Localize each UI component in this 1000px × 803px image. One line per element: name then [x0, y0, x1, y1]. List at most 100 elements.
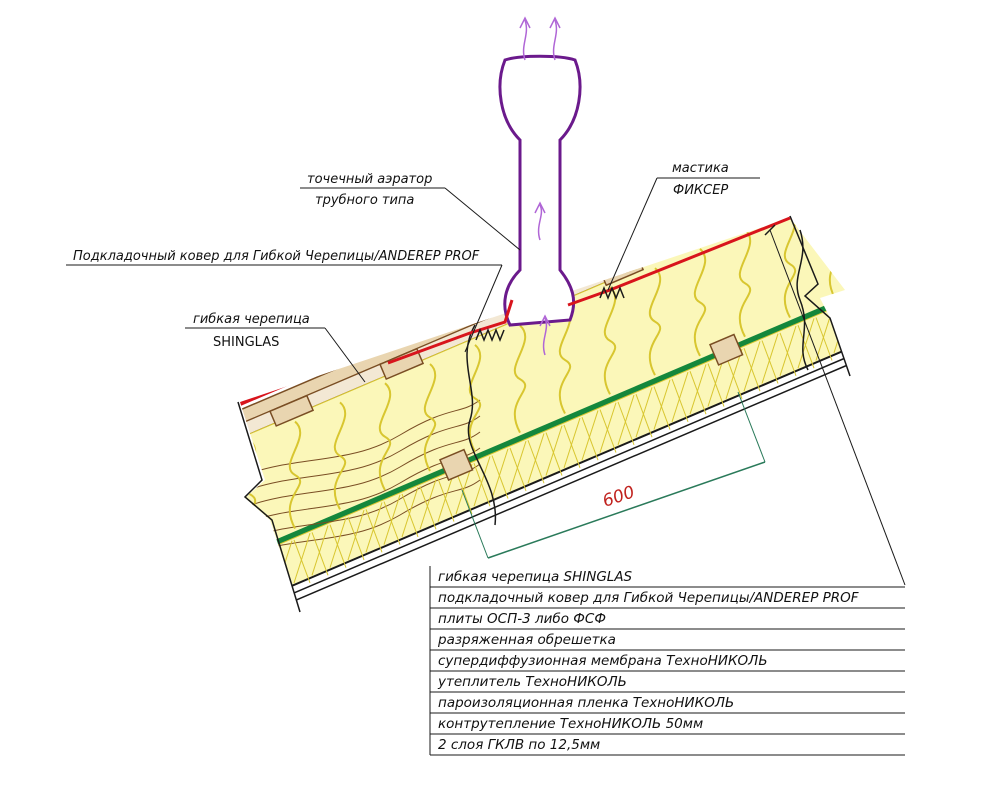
airflow-arrowhead-2 — [549, 16, 561, 29]
legend-row: гибкая черепица SHINGLAS — [438, 569, 633, 585]
insulation-wave — [648, 267, 662, 376]
hatch-line — [257, 548, 275, 599]
callout-mastic-line1: мастика — [672, 161, 729, 176]
vapour-line — [240, 347, 850, 609]
callout-aerator-line2: трубного типа — [315, 193, 414, 208]
dim-ext-right — [737, 391, 766, 463]
hatch-line — [599, 402, 617, 453]
hatch-line — [293, 539, 311, 584]
insulation-wave — [693, 248, 707, 357]
batten — [379, 347, 425, 381]
callout-shingle-line2: SHINGLAS — [213, 335, 279, 350]
legend-row: пароизоляционная пленка ТехноНИКОЛЬ — [438, 695, 734, 711]
hatch-line — [671, 371, 689, 423]
dim-ext-left — [461, 489, 489, 559]
insulation-wave — [603, 286, 617, 395]
airflow-arrow-1 — [522, 19, 528, 61]
hatch-line — [581, 410, 599, 461]
hatch-line — [563, 424, 581, 469]
hatch-line — [725, 355, 743, 400]
insulation-wave — [333, 401, 347, 510]
counter-insulation-hatch — [240, 302, 850, 607]
callout-underlay: Подкладочный ковер для Гибкой Черепицы/A… — [66, 249, 503, 353]
hatch-line — [779, 325, 797, 376]
hatch-line — [743, 348, 761, 392]
hatch-line — [240, 562, 257, 607]
legend-leader — [769, 229, 906, 586]
airflow-arrowhead-1 — [519, 16, 531, 29]
hatch-line — [365, 509, 383, 553]
airflow-arrow-2 — [552, 19, 558, 61]
callout-mastic-leader — [607, 177, 658, 291]
hatch-line — [311, 525, 329, 576]
wood-grain-line — [244, 415, 481, 492]
hatch-line — [545, 425, 563, 476]
aerator-flange-right — [567, 216, 791, 307]
hatch-line — [617, 394, 635, 446]
hatch-line — [797, 324, 815, 369]
hatch-line — [311, 532, 329, 576]
hatch-line — [563, 417, 581, 469]
hatch-line — [347, 509, 365, 561]
hatch-line — [293, 533, 311, 584]
hatch-line — [653, 379, 671, 430]
hatch-line — [815, 310, 833, 361]
hatch-line — [437, 478, 455, 522]
callout-aerator: точечный аэратор трубного типа — [300, 172, 521, 251]
hatch-line — [419, 479, 437, 530]
hatch-line — [401, 486, 419, 538]
legend-row: плиты ОСП-3 либо ФСФ — [438, 611, 606, 627]
insulation-wave — [513, 324, 527, 434]
insulation-wave — [468, 344, 482, 453]
hatch-line — [509, 440, 527, 492]
legend-row: разряженная обрешетка — [437, 632, 616, 648]
hatch-line — [833, 302, 850, 353]
insulation-wave — [378, 382, 392, 491]
point-aerator — [387, 16, 791, 365]
mastic-left — [475, 327, 505, 343]
callout-underlay-leader — [464, 264, 503, 353]
aerator-skirt — [387, 299, 514, 365]
hatch-line — [581, 417, 599, 461]
legend-row: супердиффузионная мембрана ТехноНИКОЛЬ — [438, 653, 768, 669]
legend-leader-tick — [764, 224, 776, 236]
hatch-line — [329, 517, 347, 568]
mastic-right — [599, 285, 625, 301]
hatch-line — [797, 318, 815, 369]
callout-aerator-line1: точечный аэратор — [307, 172, 432, 187]
callout-shingle-leader — [324, 327, 366, 383]
callout-mastic-line2: ФИКСЕР — [673, 183, 728, 198]
counter-batten — [439, 448, 474, 481]
airflow-arrow-3 — [537, 204, 543, 241]
batten — [269, 394, 315, 427]
hatch-line — [473, 463, 491, 507]
hatch-line — [653, 386, 671, 430]
wood-grain-line — [244, 399, 481, 476]
hatch-line — [599, 409, 617, 453]
hatch-line — [815, 317, 833, 361]
hatch-line — [491, 455, 509, 499]
insulation-wave — [423, 363, 437, 472]
callout-aerator-leader — [444, 187, 521, 251]
airflow-arrows — [519, 16, 561, 356]
hatch-line — [509, 447, 527, 492]
hatch-line — [527, 440, 545, 484]
hatch-line — [455, 463, 473, 515]
hatch-line — [761, 333, 779, 384]
dim-text: 600 — [600, 482, 637, 511]
break-line-right — [789, 215, 851, 377]
airflow-arrowhead-4 — [539, 314, 551, 327]
hatch-line — [365, 502, 383, 553]
hatch-line — [383, 501, 401, 545]
hatch-line — [491, 448, 509, 499]
callout-shingle: гибкая черепица SHINGLAS — [185, 312, 366, 383]
aerator-body — [498, 54, 582, 327]
insulation-wave — [558, 305, 572, 414]
break-line-left — [237, 401, 301, 613]
callout-mastic: мастика ФИКСЕР — [607, 161, 760, 291]
insulation-wave — [738, 228, 752, 338]
hatch-line — [707, 363, 725, 407]
legend-row: утеплитель ТехноНИКОЛЬ — [437, 674, 627, 690]
